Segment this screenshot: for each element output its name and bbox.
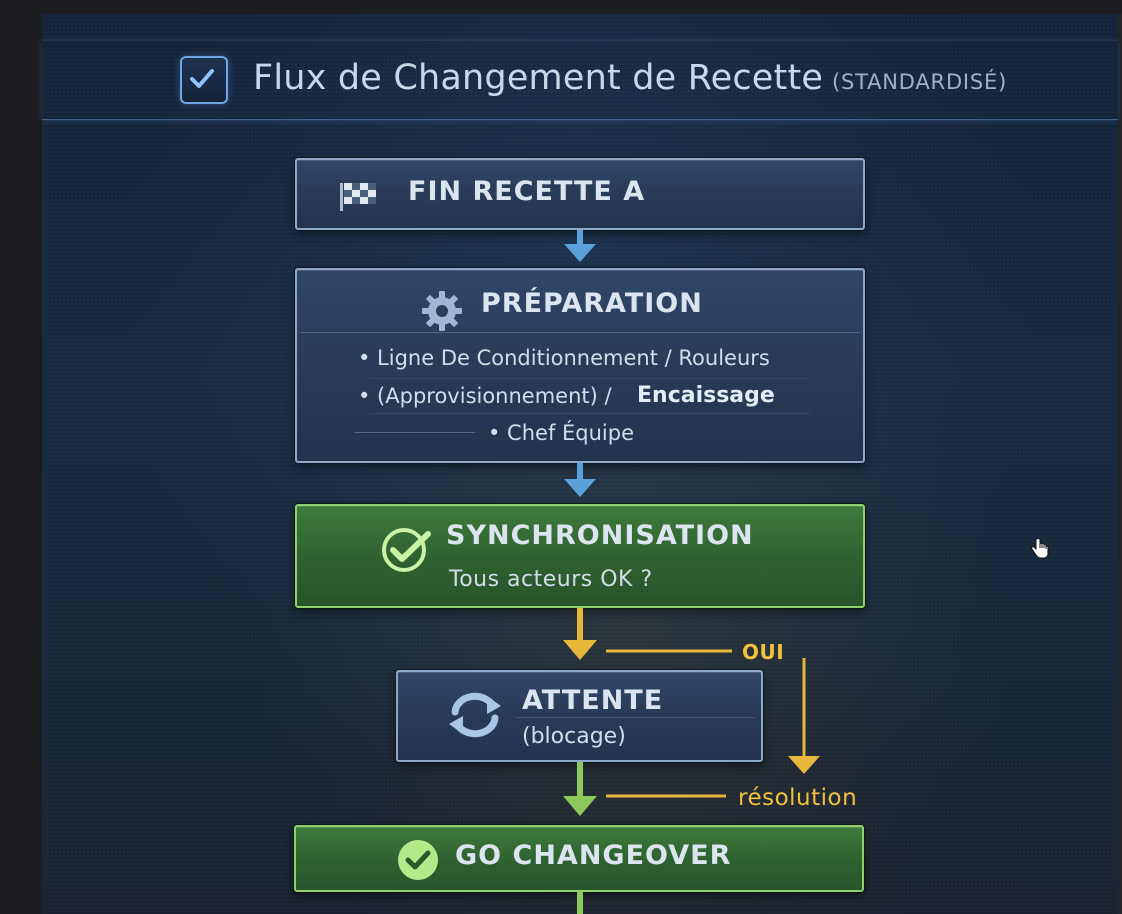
yes-branch-connector [606, 649, 820, 774]
arrow-down-yes [563, 608, 597, 660]
step-preparation-label: PRÉPARATION [481, 288, 703, 319]
step-synchronisation [295, 504, 865, 608]
attente-detail: (blocage) [522, 724, 626, 749]
step-fin-recette-label: FIN RECETTE A [408, 176, 646, 207]
title-bar [42, 40, 1118, 120]
step-attente-label: ATTENTE [522, 685, 664, 716]
step-attente [396, 670, 763, 762]
step-preparation [295, 268, 865, 463]
divider [355, 432, 475, 433]
step-go-changeover-label: GO CHANGEOVER [455, 840, 732, 871]
resolution-connector [606, 794, 726, 798]
preparation-item-emphasis: Encaissage [637, 383, 775, 408]
gear-icon [420, 289, 464, 333]
preparation-item: • (Approvisionnement) / [358, 384, 612, 408]
page-title: Flux de Changement de Recette [253, 58, 824, 98]
synchronisation-question: Tous acteurs OK ? [449, 567, 653, 592]
yes-label: OUI [742, 640, 785, 664]
divider [370, 413, 810, 414]
page-subtitle: (STANDARDISÉ) [832, 70, 1008, 94]
arrow-down [564, 463, 596, 497]
preparation-item: • Ligne De Conditionnement / Rouleurs [358, 346, 770, 370]
divider [515, 717, 755, 718]
divider [370, 378, 810, 379]
check-circle-icon [396, 838, 440, 882]
scroll-edge [1118, 14, 1122, 914]
step-go-changeover [294, 825, 864, 892]
arrow-down [564, 230, 596, 262]
arrow-down-green [563, 762, 597, 816]
resolution-label: résolution [738, 785, 858, 811]
checkbox-icon [180, 56, 228, 104]
check-circle-icon [380, 526, 434, 574]
step-synchronisation-label: SYNCHRONISATION [446, 520, 754, 551]
arrow-down-green [577, 892, 583, 914]
hand-cursor-icon [1031, 538, 1049, 559]
step-fin-recette [295, 158, 865, 230]
refresh-icon [443, 690, 507, 740]
preparation-item: • Chef Équipe [488, 421, 635, 445]
checkered-flag-icon [336, 180, 384, 212]
divider [300, 332, 860, 333]
